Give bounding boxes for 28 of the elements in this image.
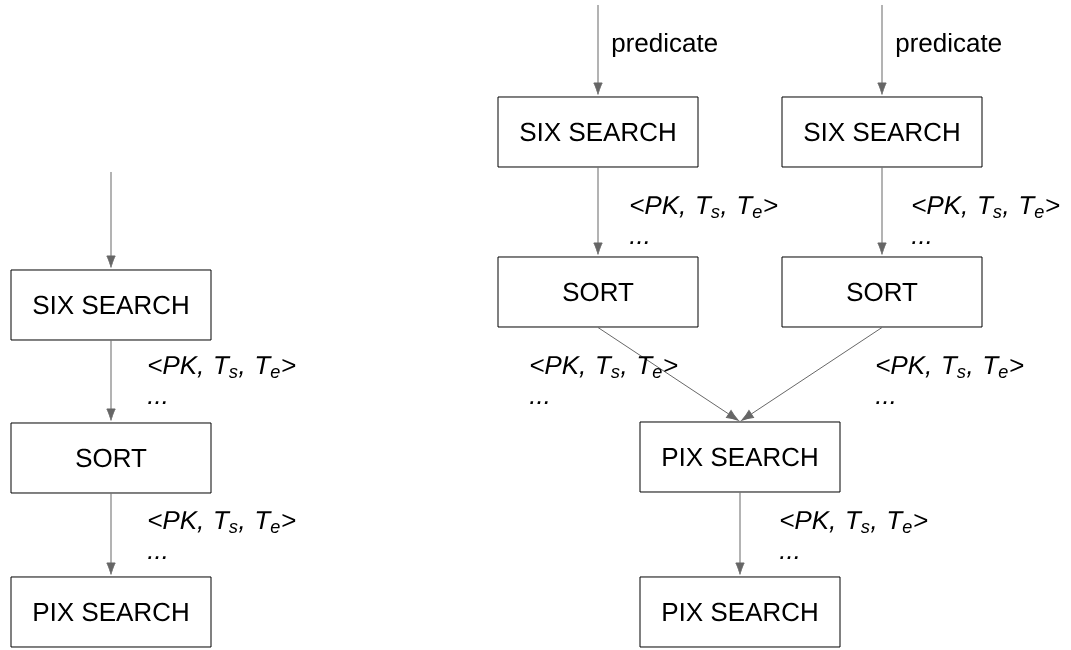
arrow [593,4,603,95]
process-box: SIX SEARCH [10,269,212,341]
process-box: SORT [497,256,699,328]
edge-label: <PK, T$_{s}$, T$_{e}$> ... [630,196,778,245]
arrow [106,340,116,421]
edge-label: <PK, T$_{s}$, T$_{e}$> ... [876,356,1024,405]
arrow [741,327,883,421]
arrow [877,4,887,95]
process-box: SIX SEARCH [781,96,983,168]
process-box: PIX SEARCH [639,421,841,493]
process-box: PIX SEARCH [10,576,212,648]
edge-label: <PK, T$_{s}$, T$_{e}$> ... [530,356,678,405]
process-box: SIX SEARCH [497,96,699,168]
edge-label: predicate [612,32,717,58]
arrow [106,171,116,268]
process-box: PIX SEARCH [639,576,841,648]
edge-label: <PK, T$_{s}$, T$_{e}$> ... [148,511,296,560]
edge-label: predicate [896,32,1001,58]
arrow [597,327,739,421]
process-box: SORT [10,422,212,494]
edge-label: <PK, T$_{s}$, T$_{e}$> ... [780,511,928,560]
arrow [106,493,116,575]
arrow [593,167,603,255]
process-box: SORT [781,256,983,328]
arrow [735,492,745,575]
edge-label: <PK, T$_{s}$, T$_{e}$> ... [912,196,1060,245]
arrow [877,167,887,255]
edge-label: <PK, T$_{s}$, T$_{e}$> ... [148,356,296,405]
